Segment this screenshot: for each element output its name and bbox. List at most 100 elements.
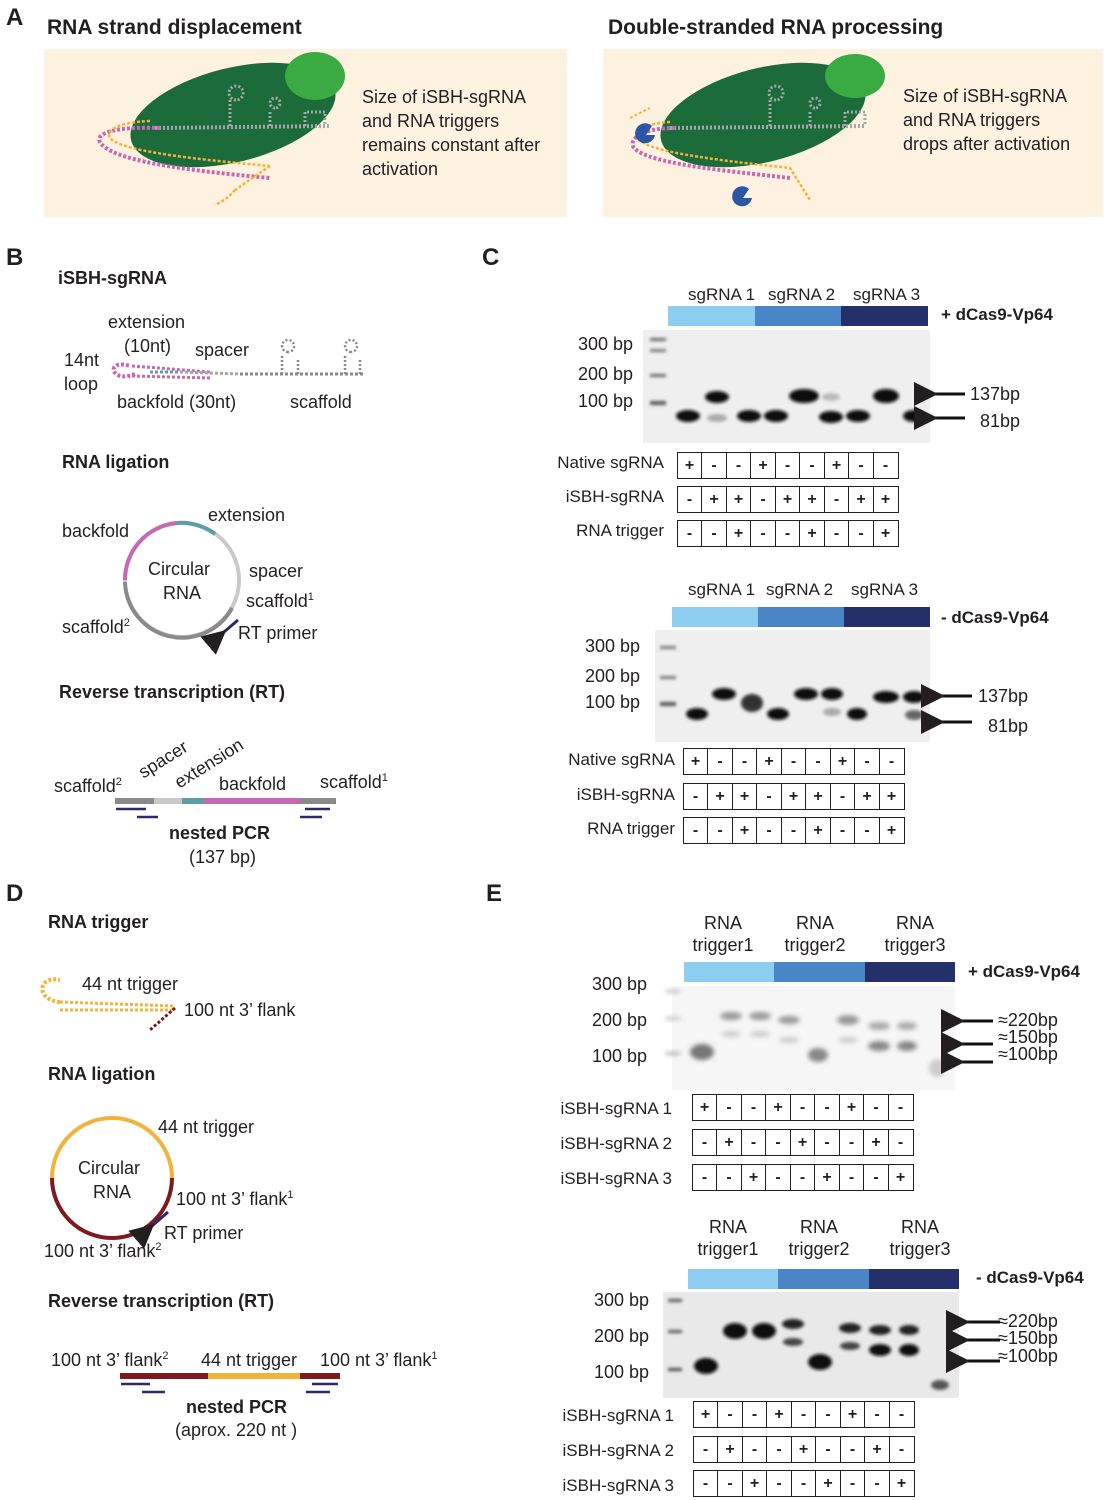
e-bot-color-bar (688, 1269, 959, 1289)
panel-d-heading-trigger: RNA trigger (48, 912, 149, 932)
panel-e-label: E (486, 880, 503, 907)
table-cell: + (766, 1401, 792, 1428)
table-cell: - (799, 452, 825, 479)
table-cell: - (815, 1401, 841, 1428)
table-cell: - (823, 520, 850, 547)
c-bot-gel-bands (660, 646, 925, 720)
e-bot-row2-label: iSBH-sgRNA 2 (562, 1441, 674, 1460)
table-cell: - (676, 520, 703, 547)
panel-d-label: D (6, 880, 24, 907)
e-bot-row1-label: iSBH-sgRNA 1 (562, 1406, 674, 1425)
table-cell: + (790, 1436, 817, 1463)
c-top-band-81: 81bp (980, 411, 1021, 431)
label-d-rt-primer: RT primer (164, 1223, 244, 1243)
table-cell: - (864, 1401, 890, 1428)
c-bot-row-isbh-label: iSBH-sgRNA (576, 785, 675, 804)
table-cell: - (815, 1436, 841, 1463)
label-nested-pcr-d: nested PCR (186, 1397, 288, 1417)
table-cell: - (774, 520, 801, 547)
table-cell: + (814, 1164, 840, 1191)
table-cell: - (740, 1094, 767, 1121)
c-bot-row-native: +--+--+-- (682, 748, 905, 775)
panel-b-heading-rt: Reverse transcription (RT) (59, 682, 286, 702)
panel-a-right-text: Size of iSBH-sgRNA and RNA triggers drop… (903, 86, 1071, 154)
table-cell: - (848, 520, 874, 547)
table-cell: + (774, 486, 801, 513)
panel-a-left-title: RNA strand displacement (47, 16, 302, 39)
label-rt-scaffold1: scaffold1 (320, 772, 388, 792)
table-cell: + (848, 486, 874, 513)
label-nested-pcr-b: nested PCR (169, 823, 271, 843)
c-top-gel (643, 330, 930, 443)
c-bot-row-native-label: Native sgRNA (568, 750, 675, 769)
e-top-band-100: ≈100bp (998, 1044, 1058, 1064)
d-circular-rna (50, 1116, 174, 1249)
d-trigger-hairpin (40, 977, 176, 1032)
c-top-row-trigger: --+--+--+ (676, 520, 899, 547)
label-d-circ-44nt: 44 nt trigger (158, 1117, 255, 1137)
label-d-rt-flank2: 100 nt 3’ flank2 (51, 1350, 169, 1370)
b-rt-primer-arrow (200, 618, 239, 655)
e-bot-ladder-200: 200 bp (594, 1326, 650, 1346)
e-top-ladder-100: 100 bp (592, 1046, 648, 1066)
table-cell: + (872, 520, 899, 547)
label-d-rt-flank1: 100 nt 3’ flank1 (320, 1350, 438, 1370)
e-bot-ladder-300: 300 bp (594, 1290, 650, 1310)
label-size-220: (aprox. 220 nt ) (175, 1420, 298, 1440)
table-cell: + (789, 1129, 816, 1156)
table-cell: + (823, 452, 850, 479)
panel-a-left-text: Size of iSBH-sgRNA and RNA triggers rema… (362, 87, 541, 179)
panel-b-heading-isbh: iSBH-sgRNA (58, 268, 168, 288)
c-top-ladder-300: 300 bp (578, 334, 634, 354)
table-cell: - (692, 1436, 719, 1463)
c-top-ladder-100: 100 bp (578, 391, 634, 411)
label-d-100nt-flank: 100 nt 3’ flank (184, 1000, 296, 1020)
label-d-44nt: 44 nt trigger (82, 974, 179, 994)
c-bot-ladder-300: 300 bp (585, 636, 641, 656)
label-rt-scaffold2: scaffold2 (54, 776, 122, 796)
table-cell: - (691, 1164, 718, 1191)
c-bot-group-2: sgRNA 2 (766, 580, 834, 599)
table-cell: - (878, 748, 905, 775)
label-scaffold: scaffold (290, 392, 352, 412)
table-cell: - (872, 452, 899, 479)
table-cell: + (731, 817, 758, 844)
label-d-circular: Circular (78, 1158, 141, 1178)
e-top-band-150: ≈150bp (998, 1027, 1058, 1047)
c-bot-band-81: 81bp (988, 716, 1029, 736)
label-circ-spacer: spacer (249, 561, 304, 581)
label-circ-scaffold2: scaffold2 (62, 617, 130, 637)
c-top-group-1: sgRNA 1 (688, 285, 756, 304)
c-bot-row-trigger-label: RNA trigger (587, 819, 675, 838)
label-rt-primer: RT primer (238, 623, 318, 643)
e-bot-band-150: ≈150bp (998, 1328, 1058, 1348)
c-top-color-bar (668, 306, 929, 326)
a-right-rnase-2 (732, 186, 752, 207)
table-cell: - (766, 1470, 792, 1497)
table-cell: - (887, 1129, 914, 1156)
table-cell: - (863, 1094, 889, 1121)
table-cell: - (789, 1164, 816, 1191)
table-cell: + (887, 1164, 914, 1191)
table-cell: + (864, 1436, 890, 1463)
label-14nt: 14nt (64, 350, 100, 370)
c-top-row-native-label: Native sgRNA (557, 453, 664, 472)
table-cell: - (692, 1470, 719, 1497)
table-cell: - (854, 748, 880, 775)
table-cell: - (790, 1401, 817, 1428)
c-top-band-137: 137bp (970, 384, 1021, 404)
table-cell: - (848, 452, 874, 479)
b-isbh-sgrna (111, 338, 365, 380)
e-bot-row3-label: iSBH-sgRNA 3 (562, 1476, 674, 1495)
e-top-color-bar (684, 962, 955, 982)
panel-a-label: A (6, 4, 24, 31)
c-top-condition: + dCas9-Vp64 (941, 305, 1053, 324)
c-top-group-3: sgRNA 3 (853, 285, 921, 304)
table-cell: + (676, 452, 703, 479)
label-extension-10nt: (10nt) (124, 336, 172, 356)
c-bot-gel (655, 630, 930, 742)
e-top-gel-bands (666, 990, 945, 1077)
